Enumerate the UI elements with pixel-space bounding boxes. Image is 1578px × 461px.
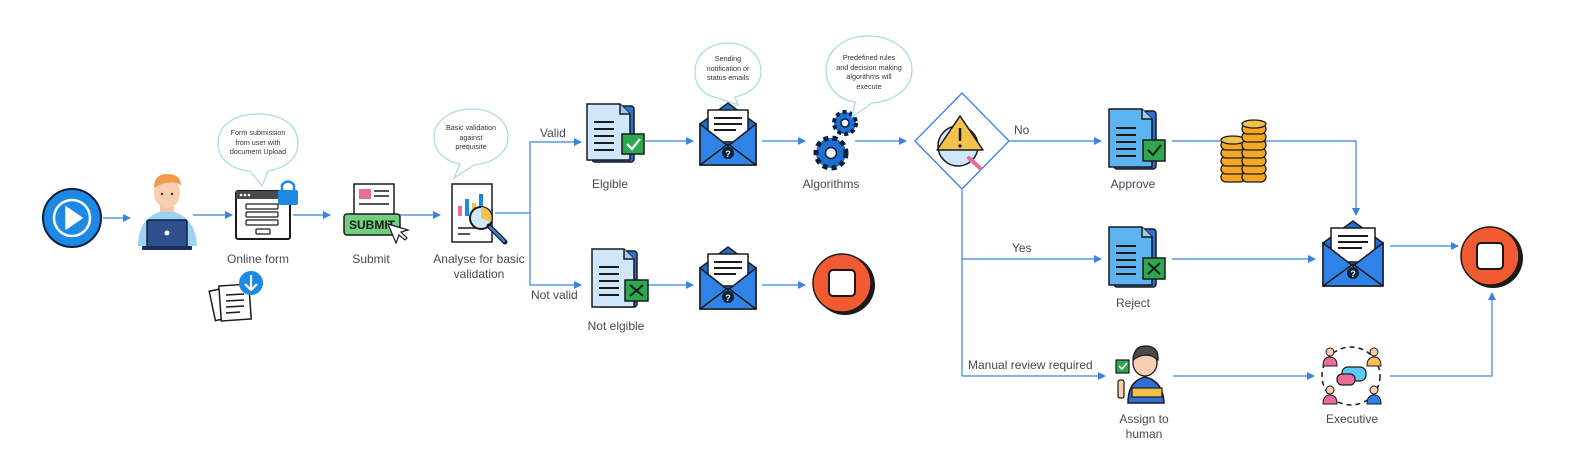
- envelope-mail-icon: ?: [1322, 220, 1384, 287]
- stop-icon: [1460, 226, 1523, 288]
- edge-valid: [529, 138, 582, 213]
- decision-diamond: [914, 92, 1010, 190]
- edge-executive-stop: [1390, 292, 1496, 377]
- approve-document-icon: [1108, 108, 1166, 170]
- document-upload-icon: [208, 271, 263, 322]
- reject-document-icon: [1108, 226, 1166, 288]
- label-executive: Executive: [1325, 412, 1379, 426]
- bubble-text-sending-notification: Sending notification or status emails: [706, 54, 750, 82]
- label-approve: Approve: [1110, 177, 1156, 191]
- edge-label-no: No: [1014, 123, 1030, 137]
- label-analyse: Analyse for basic validation: [433, 252, 525, 281]
- bubble-sending-notification: [694, 42, 762, 107]
- start-node: [42, 188, 102, 248]
- bubble-text-predefined-rules: Predefined rules and decision making alg…: [836, 53, 902, 91]
- connectors: [103, 137, 1496, 380]
- edge-not-valid: [529, 213, 582, 289]
- bubble-predefined-rules: [825, 35, 913, 119]
- user-laptop-icon: [138, 174, 197, 250]
- label-submit: Submit: [352, 252, 390, 266]
- submit-stamp-icon: SUBMIT: [343, 183, 411, 245]
- not-eligible-document-icon: [591, 248, 649, 308]
- lock-icon: [278, 180, 298, 205]
- label-assign: Assign to human: [1119, 412, 1169, 441]
- svg-text:?: ?: [725, 149, 731, 159]
- edge-label-manual: Manual review required: [968, 358, 1093, 372]
- team-discussion-icon: [1321, 346, 1382, 406]
- warning-decision-icon: [936, 115, 984, 170]
- play-icon: [65, 206, 83, 230]
- svg-text:?: ?: [725, 293, 731, 303]
- envelope-mail-icon: ?: [699, 102, 757, 166]
- stop-icon: [812, 253, 875, 315]
- label-algorithms: Algorithms: [802, 177, 860, 191]
- svg-text:?: ?: [1350, 269, 1356, 279]
- eligible-document-icon: [586, 103, 645, 163]
- edge-label-valid: Valid: [540, 126, 566, 140]
- svg-text:SUBMIT: SUBMIT: [349, 218, 396, 232]
- bubble-basic-validation: [433, 108, 509, 180]
- check-icon: [626, 138, 641, 151]
- bubble-text-form-submission: Form submission from user with document …: [229, 128, 287, 156]
- edge-label-yes: Yes: [1012, 241, 1032, 255]
- label-reject: Reject: [1115, 296, 1150, 310]
- label-online-form: Online form: [226, 252, 290, 266]
- check-icon: [1147, 144, 1162, 157]
- cross-icon: [1147, 262, 1161, 275]
- gears-icon: [813, 110, 858, 171]
- online-form-icon: [235, 180, 298, 240]
- bubble-form-submission: [217, 113, 299, 188]
- analysis-magnifier-icon: [451, 183, 508, 245]
- assign-human-icon: [1115, 345, 1165, 404]
- label-not-eligible: Not elgible: [587, 319, 645, 333]
- edge-label-not-valid: Not valid: [531, 288, 578, 302]
- cross-icon: [629, 284, 644, 297]
- speech-bubbles: [217, 35, 913, 188]
- bubble-text-basic-validation: Basic validation against prequisite: [446, 123, 496, 151]
- envelope-mail-icon: ?: [699, 246, 757, 310]
- coins-icon: [1220, 119, 1267, 183]
- label-eligible: Elgible: [591, 177, 629, 191]
